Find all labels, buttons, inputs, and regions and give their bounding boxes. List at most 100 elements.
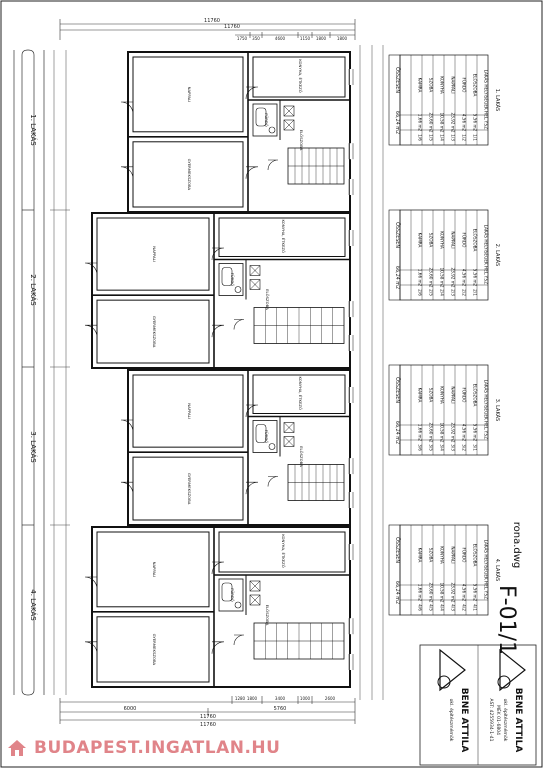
schedule-row-name: ELŐSZOBA — [473, 544, 478, 567]
signature-line-2: MÉK 01-6804 — [495, 705, 503, 735]
bedroom — [96, 299, 210, 364]
bedroom — [132, 456, 244, 521]
outer-wall — [91, 526, 351, 688]
top-part-dim-3: 4600 — [275, 36, 286, 41]
schedule-row-area: 4,56 m2 — [462, 424, 467, 442]
room-label-kitchen: KONYHA, ÉTKEZŐ — [298, 59, 303, 93]
door-icon — [245, 166, 259, 179]
door-icon — [211, 247, 225, 261]
living-room — [132, 56, 244, 133]
schedule-row-code: 2/6 — [418, 289, 423, 296]
schedule-row-code: 1/5 — [429, 134, 434, 141]
schedule-row-code: 3/3 — [451, 444, 456, 451]
signature-line-3: AST: 4255934-1-41 — [488, 698, 494, 741]
toilet-icon — [234, 286, 242, 293]
firm-sub: okl. építészmérnök — [448, 699, 455, 742]
shaft-icon — [249, 279, 261, 290]
schedule-row-name: KAMRA — [418, 388, 423, 403]
bottom-part-dim-3: 3400 — [275, 696, 286, 701]
schedule-row-name: KAMRA — [418, 233, 423, 248]
toilet-icon — [234, 601, 242, 609]
room-label-hall: ELŐSZOBA — [299, 446, 304, 467]
room-label-hall: ELŐSZOBA — [299, 130, 304, 151]
shaft-icon — [283, 436, 295, 447]
schedule-row-area: 1,66 m2 — [418, 269, 423, 287]
staircase — [253, 622, 345, 660]
watermark-text: BUDAPEST.INGATLAN.HU — [34, 738, 281, 758]
schedule-row-area: 23,60 m2 — [429, 267, 434, 287]
top-part-dim-2: 350 — [252, 36, 260, 41]
outer-wall — [91, 212, 351, 369]
schedule-row-code: 3/1 — [473, 444, 478, 451]
schedule-row-area: 1,66 m2 — [418, 584, 423, 602]
toilet-icon — [268, 443, 276, 450]
schedule-row-area: 10,58 m2 — [440, 582, 445, 602]
schedule-row-name: KONYHA — [440, 546, 445, 564]
signature-line-1: okl. építészmérnök — [502, 699, 509, 742]
schedule-row-name: FÜRDŐ — [462, 548, 467, 564]
top-part-dim-4: 1150 — [300, 36, 311, 41]
room-label-hall: ELŐSZOBA — [265, 289, 270, 310]
schedule-row-code: 1/3 — [451, 134, 456, 141]
schedule-row-area: 10,58 m2 — [440, 112, 445, 132]
schedule-unit-label: 3. LAKÁS — [494, 399, 501, 421]
schedule-unit-label: 2. LAKÁS — [494, 244, 501, 266]
schedule-row-area: 1,66 m2 — [418, 114, 423, 132]
bathroom — [218, 263, 244, 296]
room-label-hall: ELŐSZOBA — [265, 605, 270, 626]
door-icon — [84, 641, 98, 654]
left-dimensions — [50, 50, 70, 695]
schedule-row-name: SZOBA — [429, 78, 434, 93]
door-icon — [84, 324, 98, 338]
schedule-row-area: 5,56 m2 — [473, 269, 478, 287]
door-icon — [120, 419, 134, 433]
schedule-row-code: 4/4 — [440, 604, 445, 611]
schedule-row-area: 5,56 m2 — [473, 114, 478, 132]
bottom-part-dim-4: 1000 — [300, 696, 311, 701]
unit-label-4: 4. LAKÁS — [29, 589, 38, 621]
room-label-bath: FÜRDŐ — [230, 273, 235, 287]
room-label-bath: FÜRDŐ — [230, 588, 235, 602]
room-label-bedroom: GYERMEKSZOBA — [187, 159, 192, 191]
schedule-row-code: 2/5 — [429, 289, 434, 296]
schedule-total-value: 66,24 m2 — [394, 111, 400, 134]
door-icon — [233, 319, 245, 330]
bottom-inner-dim: 11760 — [200, 714, 216, 720]
living-room — [96, 531, 210, 608]
door-icon — [120, 166, 134, 179]
apartment-plans: NAPPALI GYERMEKSZOBA KONYHA, ÉTKEZŐ FÜRDŐ EL… — [84, 51, 354, 688]
schedule-row-code: 4/2 — [462, 604, 467, 611]
unit-label-2: 2. LAKÁS — [29, 274, 38, 306]
schedule-total-value: 66,24 m2 — [394, 581, 400, 604]
bedroom — [96, 616, 210, 683]
door-icon — [267, 476, 279, 487]
unit-label-1: 1. LAKÁS — [29, 114, 38, 146]
living-room — [132, 374, 244, 448]
schedule-row-name: FÜRDŐ — [462, 78, 467, 94]
room-label-bath: FÜRDŐ — [264, 430, 269, 444]
bathtub-icon — [255, 107, 267, 127]
watermark-house-icon — [6, 737, 28, 759]
bottom-part-dim-5: 2600 — [325, 696, 336, 701]
door-icon — [245, 404, 259, 418]
door-icon — [120, 101, 134, 115]
door-icon — [267, 159, 279, 171]
schedule-total-value: 66,24 m2 — [394, 421, 400, 444]
schedule-row-code: 1/2 — [462, 134, 467, 141]
staircase — [287, 464, 345, 501]
schedule-row-code: 4/6 — [418, 604, 423, 611]
room-label-kitchen: KONYHA, ÉTKEZŐ — [281, 220, 286, 254]
schedule-row-area: 23,60 m2 — [429, 112, 434, 132]
bathtub-icon — [255, 424, 267, 443]
bottom-dimensions — [59, 696, 356, 724]
shaft-icon — [249, 594, 261, 606]
title-block: BENE ATTILA okl. építészmérnök BENE ATTI… — [419, 644, 537, 766]
schedule-row-name: SZOBA — [429, 388, 434, 403]
bedroom — [132, 141, 244, 208]
living-room — [96, 217, 210, 291]
room-label-living: NAPPALI — [152, 562, 157, 578]
schedule-row-code: 2/2 — [462, 289, 467, 296]
